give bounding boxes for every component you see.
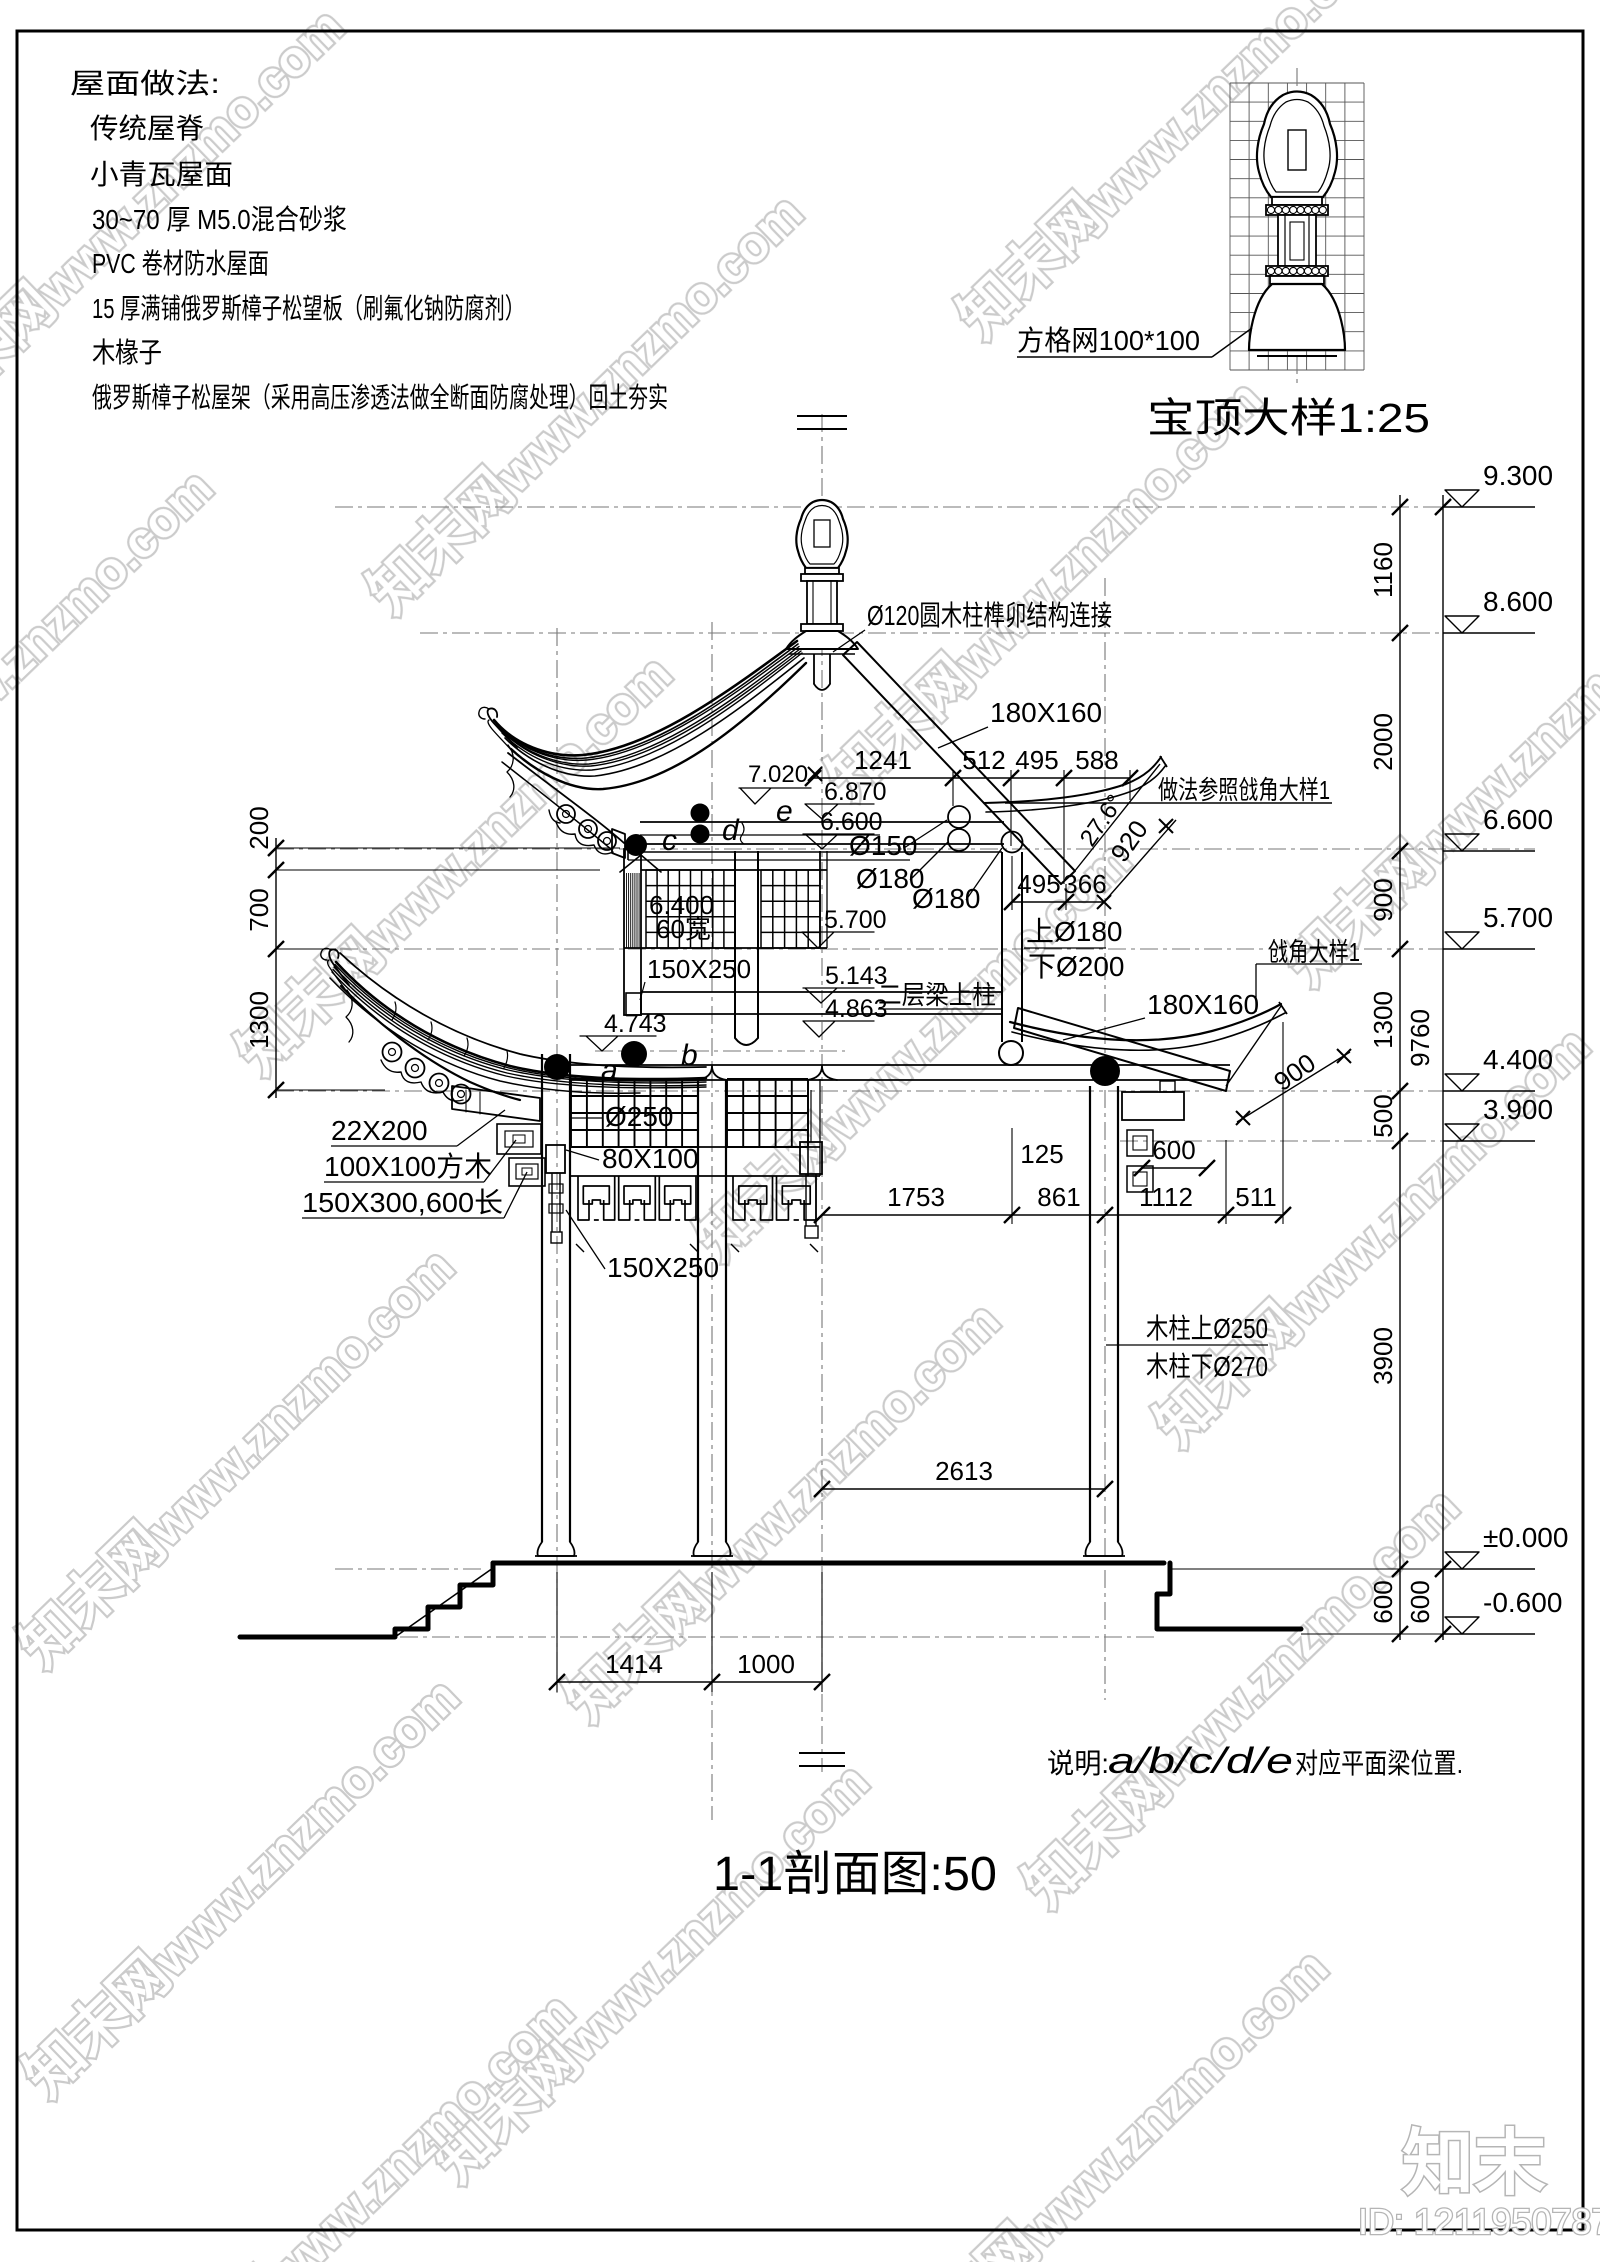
svg-text:6.600: 6.600 [1483, 804, 1553, 835]
svg-text:二层梁上柱: 二层梁上柱 [878, 980, 996, 1010]
svg-text:4.863: 4.863 [825, 995, 888, 1023]
svg-text:传统屋脊: 传统屋脊 [90, 113, 204, 144]
svg-text:说明:: 说明: [1047, 1748, 1109, 1779]
svg-text:4.743: 4.743 [604, 1010, 667, 1038]
svg-text:180X160: 180X160 [990, 697, 1102, 728]
svg-text:500: 500 [1368, 1094, 1398, 1137]
svg-text:125: 125 [1020, 1139, 1063, 1169]
svg-text:a/b/c/d/e: a/b/c/d/e [1108, 1740, 1293, 1781]
svg-text:木椽子: 木椽子 [92, 337, 162, 368]
svg-text:100X100方木: 100X100方木 [324, 1151, 492, 1182]
svg-text:-0.600: -0.600 [1483, 1587, 1562, 1618]
svg-text:495: 495 [1015, 745, 1058, 775]
svg-text:5.700: 5.700 [824, 906, 887, 934]
svg-text:30~70 厚 M5.0混合砂浆: 30~70 厚 M5.0混合砂浆 [92, 204, 347, 235]
svg-text:80X100: 80X100 [602, 1143, 699, 1174]
svg-text:方格网100*100: 方格网100*100 [1017, 325, 1200, 356]
svg-text:木柱下Ø270: 木柱下Ø270 [1146, 1351, 1268, 1382]
svg-text:3900: 3900 [1368, 1327, 1398, 1385]
svg-text:做法参照戗角大样1: 做法参照戗角大样1 [1158, 775, 1330, 805]
svg-text:366: 366 [1063, 869, 1106, 899]
svg-text:150X250: 150X250 [647, 954, 751, 984]
svg-text:Ø150: Ø150 [849, 830, 918, 861]
svg-text:7.020: 7.020 [748, 761, 808, 788]
svg-text:150X250: 150X250 [607, 1252, 719, 1283]
svg-text:1112: 1112 [1139, 1182, 1193, 1212]
svg-text:Ø120圆木柱榫卯结构连接: Ø120圆木柱榫卯结构连接 [867, 600, 1112, 631]
svg-text:6.870: 6.870 [824, 778, 887, 806]
svg-text:495: 495 [1017, 869, 1060, 899]
svg-text:4.400: 4.400 [1483, 1044, 1553, 1075]
svg-text:宝顶大样1:25: 宝顶大样1:25 [1147, 395, 1430, 441]
svg-text:861: 861 [1037, 1182, 1080, 1212]
svg-text:2000: 2000 [1368, 713, 1398, 771]
svg-text:1300: 1300 [1368, 991, 1398, 1049]
svg-text:1-1剖面图:50: 1-1剖面图:50 [713, 1848, 997, 1901]
svg-text:上Ø180: 上Ø180 [1026, 916, 1123, 947]
svg-text:8.600: 8.600 [1483, 586, 1553, 617]
svg-text:60宽: 60宽 [656, 914, 711, 944]
svg-text:180X160: 180X160 [1147, 989, 1259, 1020]
svg-text:700: 700 [244, 888, 274, 931]
svg-text:d: d [722, 814, 740, 847]
svg-text:Ø250: Ø250 [605, 1101, 674, 1132]
svg-text:a: a [601, 1054, 618, 1087]
svg-text:PVC 卷材防水屋面: PVC 卷材防水屋面 [92, 248, 269, 279]
svg-text:512: 512 [962, 745, 1005, 775]
svg-text:9760: 9760 [1405, 1009, 1435, 1067]
svg-text:ID: 1211950787: ID: 1211950787 [1358, 2201, 1600, 2242]
svg-text:小青瓦屋面: 小青瓦屋面 [90, 159, 233, 190]
svg-text:1753: 1753 [887, 1182, 945, 1212]
svg-text:200: 200 [244, 806, 274, 849]
svg-text:Ø180: Ø180 [912, 883, 981, 914]
svg-text:5.143: 5.143 [825, 962, 888, 990]
svg-text:屋面做法:: 屋面做法: [70, 68, 220, 99]
svg-text:e: e [776, 795, 793, 828]
svg-text:下Ø200: 下Ø200 [1028, 951, 1125, 982]
svg-text:1414: 1414 [605, 1649, 663, 1679]
svg-text:600: 600 [1368, 1580, 1398, 1623]
svg-text:1300: 1300 [244, 991, 274, 1049]
svg-text:木柱上Ø250: 木柱上Ø250 [1146, 1313, 1268, 1344]
svg-text:22X200: 22X200 [331, 1115, 428, 1146]
svg-text:511: 511 [1235, 1182, 1276, 1212]
svg-text:600: 600 [1405, 1580, 1435, 1623]
svg-text:15 厚满铺俄罗斯樟子松望板（刷氟化钠防腐剂）: 15 厚满铺俄罗斯樟子松望板（刷氟化钠防腐剂） [92, 293, 525, 324]
svg-text:±0.000: ±0.000 [1483, 1522, 1568, 1553]
svg-text:b: b [681, 1039, 698, 1072]
svg-text:c: c [662, 824, 677, 857]
svg-text:6.600: 6.600 [820, 808, 883, 836]
svg-text:知末: 知末 [1402, 2124, 1546, 2204]
svg-text:1241: 1241 [854, 745, 912, 775]
svg-text:5.700: 5.700 [1483, 902, 1553, 933]
svg-text:对应平面梁位置.: 对应平面梁位置. [1295, 1748, 1463, 1779]
svg-text:戗角大样1: 戗角大样1 [1268, 937, 1360, 967]
svg-text:9.300: 9.300 [1483, 460, 1553, 491]
svg-text:2613: 2613 [935, 1456, 993, 1486]
svg-text:6.400: 6.400 [649, 890, 714, 920]
svg-text:1160: 1160 [1368, 542, 1398, 598]
svg-text:Ø180: Ø180 [856, 863, 925, 894]
svg-text:知末: 知末 [1402, 2124, 1546, 2204]
svg-text:588: 588 [1075, 745, 1118, 775]
svg-text:俄罗斯樟子松屋架（采用高压渗透法做全断面防腐处理）回土夯实: 俄罗斯樟子松屋架（采用高压渗透法做全断面防腐处理）回土夯实 [92, 382, 668, 413]
svg-text:ID: 1211950787: ID: 1211950787 [1358, 2201, 1600, 2242]
svg-text:600: 600 [1152, 1135, 1195, 1165]
svg-text:150X300,600长: 150X300,600长 [302, 1187, 503, 1218]
svg-text:3.900: 3.900 [1483, 1094, 1553, 1125]
svg-text:1000: 1000 [737, 1649, 795, 1679]
svg-text:900: 900 [1368, 878, 1398, 921]
